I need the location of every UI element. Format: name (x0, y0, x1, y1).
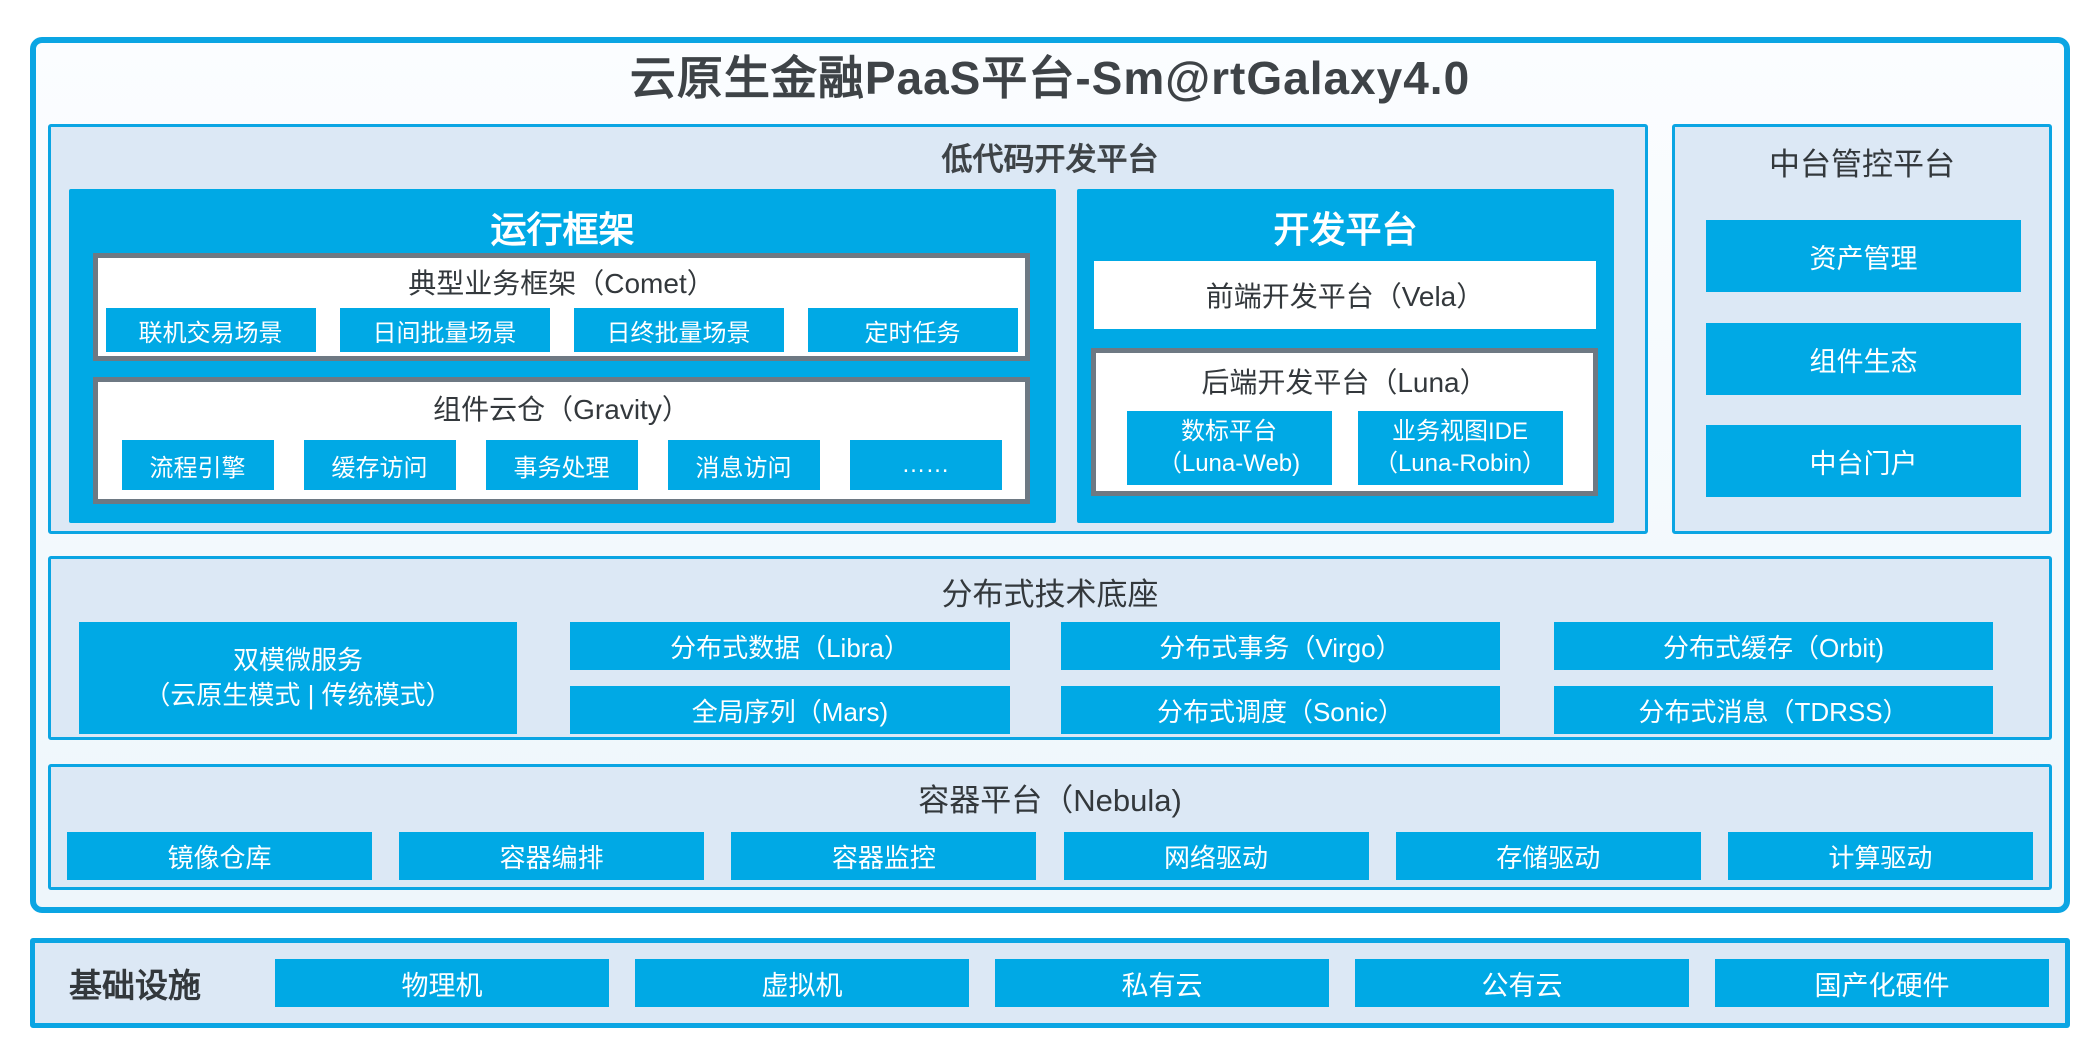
distributed-item: 分布式缓存（Orbit) (1554, 622, 1993, 670)
container-item: 镜像仓库 (67, 832, 372, 880)
luna-robin-line2: （Luna-Robin） (1373, 450, 1547, 477)
comet-item: 日终批量场景 (573, 308, 784, 352)
luna-web-line1: 数标平台 (1181, 417, 1277, 445)
infrastructure-item: 虚拟机 (635, 959, 969, 1007)
container-item: 网络驱动 (1063, 832, 1369, 880)
distributed-item: 分布式消息（TDRSS） (1554, 686, 1993, 734)
container-platform-label: 容器平台（Nebula) (918, 783, 1182, 818)
luna-backend-box: 后端开发平台（Luna） 数标平台 （Luna-Web) 业务视图IDE （Lu… (1091, 348, 1598, 496)
comet-item: 日间批量场景 (339, 308, 550, 352)
container-item: 容器监控 (731, 832, 1037, 880)
dual-mode-line2: （云原生模式 | 传统模式） (144, 680, 452, 710)
midplatform-panel: 中台管控平台 资产管理 组件生态 中台门户 (1672, 124, 2052, 534)
comet-item: 定时任务 (807, 308, 1018, 352)
infrastructure-item: 国产化硬件 (1715, 959, 2049, 1007)
dev-platform-title: 开发平台 (1273, 209, 1418, 250)
runtime-framework-block: 运行框架 典型业务框架（Comet） 联机交易场景 日间批量场景 日终批量场景 … (69, 189, 1056, 523)
gravity-warehouse-box: 组件云仓（Gravity） 流程引擎 缓存访问 事务处理 消息访问 …… (93, 377, 1030, 504)
midplatform-item: 资产管理 (1706, 220, 2021, 292)
comet-framework-box: 典型业务框架（Comet） 联机交易场景 日间批量场景 日终批量场景 定时任务 (93, 253, 1030, 361)
container-item: 计算驱动 (1727, 832, 2033, 880)
dual-mode-microservice-item: 双模微服务 （云原生模式 | 传统模式） (79, 622, 517, 734)
distributed-item: 分布式事务（Virgo） (1061, 622, 1500, 670)
distributed-item: 全局序列（Mars) (570, 686, 1010, 734)
midplatform-item: 中台门户 (1706, 425, 2021, 497)
container-items-row: 镜像仓库 容器编排 容器监控 网络驱动 存储驱动 计算驱动 (51, 832, 2049, 880)
infrastructure-panel: 基础设施 物理机 虚拟机 私有云 公有云 国产化硬件 (30, 938, 2070, 1028)
infrastructure-row: 基础设施 物理机 虚拟机 私有云 公有云 国产化硬件 (35, 943, 2065, 1023)
infrastructure-item: 私有云 (995, 959, 1329, 1007)
infrastructure-item: 物理机 (275, 959, 609, 1007)
midplatform-label: 中台管控平台 (1769, 147, 1955, 182)
distributed-item: 分布式数据（Libra） (570, 622, 1010, 670)
infrastructure-item: 公有云 (1355, 959, 1689, 1007)
container-item: 容器编排 (399, 832, 705, 880)
lowcode-platform-label: 低代码开发平台 (941, 142, 1159, 177)
distributed-item: 分布式调度（Sonic） (1061, 686, 1500, 734)
gravity-item: …… (849, 440, 1002, 490)
comet-items-row: 联机交易场景 日间批量场景 日终批量场景 定时任务 (98, 308, 1025, 352)
luna-web-line2: （Luna-Web) (1157, 450, 1301, 477)
gravity-item: 消息访问 (667, 440, 820, 490)
dev-platform-block: 开发平台 前端开发平台（Vela） 后端开发平台（Luna） 数标平台 （Lun… (1077, 189, 1614, 523)
dual-mode-line1: 双模微服务 (232, 644, 363, 675)
gravity-item: 事务处理 (485, 440, 638, 490)
luna-robin-line1: 业务视图IDE (1391, 417, 1528, 445)
infrastructure-items: 物理机 虚拟机 私有云 公有云 国产化硬件 (275, 959, 2049, 1007)
infrastructure-label: 基础设施 (69, 967, 201, 1004)
luna-robin-item: 业务视图IDE （Luna-Robin） (1357, 411, 1563, 485)
luna-web-item: 数标平台 （Luna-Web) (1126, 411, 1332, 485)
gravity-items-row: 流程引擎 缓存访问 事务处理 消息访问 …… (98, 440, 1025, 490)
comet-framework-title: 典型业务框架（Comet） (408, 268, 715, 299)
luna-backend-title: 后端开发平台（Luna） (1201, 367, 1488, 398)
gravity-item: 缓存访问 (303, 440, 456, 490)
midplatform-item: 组件生态 (1706, 323, 2021, 395)
container-item: 存储驱动 (1395, 832, 1701, 880)
comet-item: 联机交易场景 (105, 308, 316, 352)
page-title: 云原生金融PaaS平台-Sm@rtGalaxy4.0 (629, 52, 1471, 104)
vela-frontend-box: 前端开发平台（Vela） (1094, 261, 1596, 329)
container-platform-panel: 容器平台（Nebula) 镜像仓库 容器编排 容器监控 网络驱动 存储驱动 计算… (48, 764, 2052, 890)
gravity-item: 流程引擎 (121, 440, 274, 490)
distributed-base-label: 分布式技术底座 (941, 577, 1159, 612)
gravity-warehouse-title: 组件云仓（Gravity） (433, 394, 690, 425)
distributed-base-panel: 分布式技术底座 双模微服务 （云原生模式 | 传统模式） 分布式数据（Libra… (48, 556, 2052, 740)
runtime-framework-title: 运行框架 (490, 209, 635, 250)
luna-items-row: 数标平台 （Luna-Web) 业务视图IDE （Luna-Robin） (1096, 411, 1593, 485)
